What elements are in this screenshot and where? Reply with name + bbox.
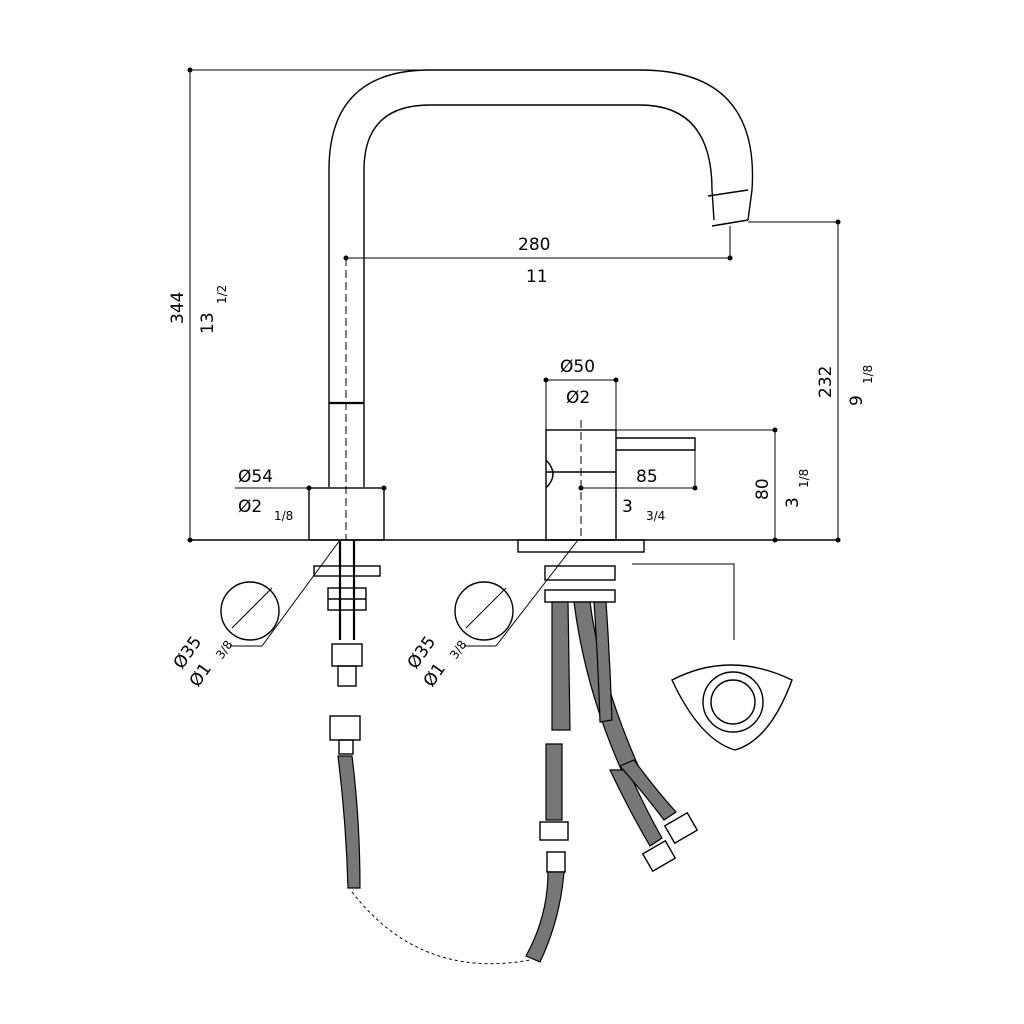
total-height-in-label: 13 (198, 312, 218, 334)
spout-height-mm-label: 232 (816, 366, 836, 398)
total-height-in-fraction: 1/2 (215, 285, 229, 304)
left-hole-symbol (220, 539, 341, 647)
right-hole-in-fraction: 3/8 (447, 638, 470, 662)
escutcheon-detail (632, 563, 793, 751)
lever-length-mm-label: 85 (636, 467, 658, 487)
spout-height-in-label: 9 (847, 395, 867, 406)
mixer-height-mm-label: 80 (753, 478, 773, 500)
lever-length-in-label: 3 (622, 497, 633, 517)
base-diameter-in-label: Ø2 (238, 497, 262, 517)
mixer-height-in-fraction: 1/8 (797, 469, 811, 488)
spout-reach-in-label: 11 (526, 267, 548, 287)
left-hole-in-fraction: 3/8 (213, 638, 236, 662)
left-fittings (313, 540, 531, 965)
spout-height-in-fraction: 1/8 (861, 365, 875, 384)
lever-length-in-fraction: 3/4 (646, 509, 665, 523)
mixer-diameter-mm-label: Ø50 (560, 357, 595, 377)
spout-reach-mm-label: 280 (518, 235, 550, 255)
spout (308, 69, 754, 541)
dimension-labels: 344 13 1/2 280 11 232 9 1/8 Ø50 Ø2 Ø54 Ø… (168, 235, 875, 691)
base-diameter-in-fraction: 1/8 (274, 509, 293, 523)
dimension-lines (187, 67, 841, 543)
mixer-height-in-label: 3 (783, 497, 803, 508)
mixer-body (545, 420, 696, 541)
base-diameter-mm-label: Ø54 (238, 467, 273, 487)
right-hole-symbol (454, 539, 579, 647)
right-fittings (517, 539, 699, 963)
mixer-diameter-in-label: Ø2 (566, 388, 590, 408)
total-height-mm-label: 344 (168, 292, 188, 324)
